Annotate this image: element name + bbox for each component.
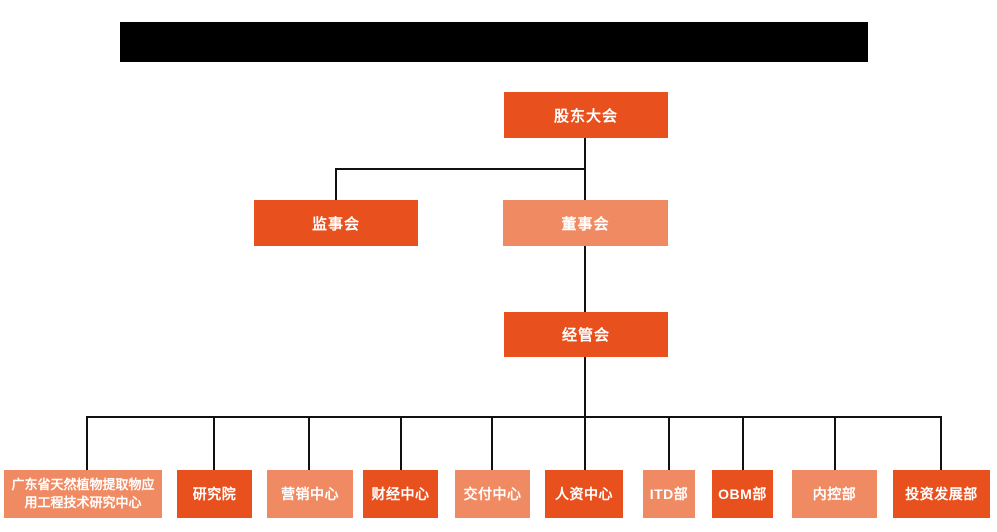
node-label: 经管会 bbox=[561, 327, 610, 344]
connector-drop-dept-8 bbox=[742, 416, 744, 470]
connector-drop-dept-9 bbox=[834, 416, 836, 470]
node-shareholders-meeting: 股东大会 bbox=[504, 92, 668, 138]
node-dept-finance-center: 财经中心 bbox=[363, 470, 438, 518]
redacted-title-bar bbox=[120, 22, 868, 62]
node-management-committee: 经管会 bbox=[504, 312, 668, 357]
node-dept-obm: OBM部 bbox=[712, 470, 773, 518]
node-dept-delivery-center: 交付中心 bbox=[455, 470, 530, 518]
node-supervisory-board: 监事会 bbox=[254, 200, 418, 246]
node-label: 营销中心 bbox=[281, 486, 339, 502]
connector-drop-dept-3 bbox=[308, 416, 310, 470]
node-label: 投资发展部 bbox=[905, 486, 978, 502]
connector-split-horizontal bbox=[335, 168, 586, 170]
connector-management-down bbox=[584, 357, 586, 470]
node-label: 研究院 bbox=[192, 486, 237, 502]
connector-departments-horizontal bbox=[86, 416, 942, 418]
connector-drop-dept-7 bbox=[668, 416, 670, 470]
node-label: 人资中心 bbox=[555, 486, 613, 502]
connector-drop-dept-4 bbox=[400, 416, 402, 470]
node-dept-investment-development: 投资发展部 bbox=[893, 470, 990, 518]
node-dept-itd: ITD部 bbox=[643, 470, 695, 518]
node-label: 内控部 bbox=[812, 486, 857, 502]
node-label: 股东大会 bbox=[553, 107, 618, 125]
node-label: 财经中心 bbox=[371, 486, 430, 502]
node-board-of-directors: 董事会 bbox=[503, 200, 668, 246]
connector-supervisory-down bbox=[335, 168, 337, 200]
node-dept-marketing-center: 营销中心 bbox=[267, 470, 353, 518]
node-label: 董事会 bbox=[561, 215, 610, 233]
node-dept-research-center: 广东省天然植物提取物应用工程技术研究中心 bbox=[4, 470, 162, 518]
node-label: 监事会 bbox=[311, 215, 360, 233]
node-label: ITD部 bbox=[649, 486, 689, 502]
connector-drop-dept-2 bbox=[213, 416, 215, 470]
node-dept-internal-control: 内控部 bbox=[792, 470, 877, 518]
node-label: OBM部 bbox=[718, 486, 767, 502]
connector-drop-dept-1 bbox=[86, 416, 88, 470]
node-label: 交付中心 bbox=[463, 486, 522, 502]
connector-board-management bbox=[584, 246, 586, 312]
connector-drop-dept-5 bbox=[491, 416, 493, 470]
node-label: 广东省天然植物提取物应用工程技术研究中心 bbox=[11, 477, 155, 510]
node-dept-research-institute: 研究院 bbox=[177, 470, 252, 518]
connector-drop-dept-10 bbox=[940, 416, 942, 470]
node-dept-hr-center: 人资中心 bbox=[545, 470, 623, 518]
